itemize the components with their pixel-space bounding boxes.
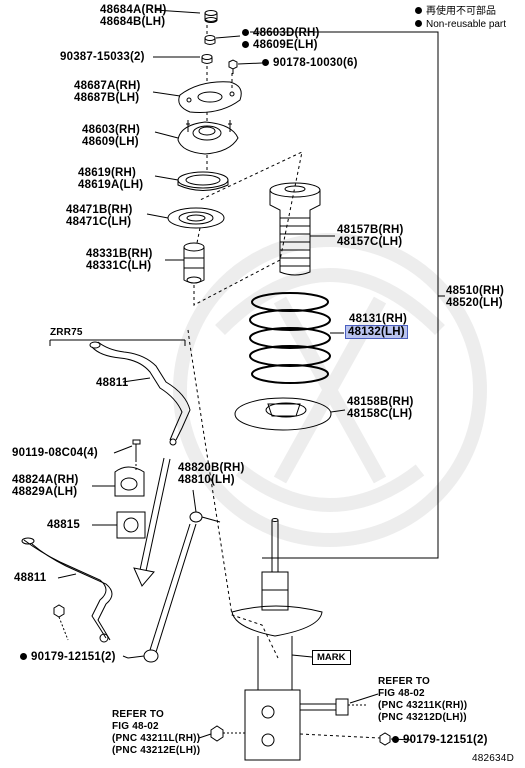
refer-left-line4[interactable]: (PNC 43212E(LH)) <box>112 745 201 756</box>
label-48158c[interactable]: 48158C(LH) <box>347 408 413 420</box>
label-48609[interactable]: 48609(LH) <box>82 136 139 148</box>
label-48157b[interactable]: 48157B(RH) <box>337 224 404 236</box>
label-48684a[interactable]: 48684A(RH) <box>100 4 167 16</box>
dust-boot <box>269 182 321 276</box>
label-48603d-text: 48603D(RH) <box>253 27 320 39</box>
label-90179-strut[interactable]: 90179-12151(2) <box>392 734 488 746</box>
watermark-emblem <box>173 233 487 547</box>
label-48684b[interactable]: 48684B(LH) <box>100 16 166 28</box>
non-reusable-dot-icon <box>415 20 422 27</box>
label-48157c[interactable]: 48157C(LH) <box>337 236 403 248</box>
label-90179-strut-text: 90179-12151(2) <box>403 734 488 746</box>
label-48609e-text: 48609E(LH) <box>253 39 318 51</box>
label-90387[interactable]: 90387-15033(2) <box>60 51 145 63</box>
label-90179-link[interactable]: 90179-12151(2) <box>20 651 116 663</box>
strut-bolt <box>300 698 366 716</box>
label-48687b[interactable]: 48687B(LH) <box>74 92 140 104</box>
label-48510[interactable]: 48510(RH) <box>446 285 505 297</box>
non-reusable-dot-icon <box>242 41 249 48</box>
refer-left-line1[interactable]: REFER TO <box>112 709 164 720</box>
stabilizer-bar-upper <box>49 339 191 446</box>
figure-id: 482634D <box>472 753 514 764</box>
collar <box>201 54 213 64</box>
label-48331b[interactable]: 48331B(RH) <box>86 248 153 260</box>
label-48820b[interactable]: 48820B(RH) <box>178 462 245 474</box>
label-48619[interactable]: 48619(RH) <box>78 167 137 179</box>
label-48471b[interactable]: 48471B(RH) <box>66 204 133 216</box>
stabilizer-bar-lower <box>21 537 113 643</box>
non-reusable-dot-icon <box>415 7 422 14</box>
refer-right-line3[interactable]: (PNC 43211K(RH)) <box>378 700 468 711</box>
shock-absorber <box>231 518 323 761</box>
bump-cap <box>204 10 218 23</box>
label-48687a[interactable]: 48687A(RH) <box>74 80 141 92</box>
label-48811-lower[interactable]: 48811 <box>14 572 47 584</box>
hex-nut <box>228 59 238 74</box>
bearing <box>177 171 229 191</box>
coil-spring <box>249 292 331 384</box>
leader-lines <box>57 9 413 741</box>
label-48471c[interactable]: 48471C(LH) <box>66 216 132 228</box>
lock-nut <box>204 35 216 45</box>
label-48810[interactable]: 48810(LH) <box>178 474 235 486</box>
label-90178[interactable]: 90178-10030(6) <box>262 57 358 69</box>
bracket-bolt <box>132 439 141 470</box>
label-48811-upper[interactable]: 48811 <box>96 377 129 389</box>
label-48824a[interactable]: 48824A(RH) <box>12 474 79 486</box>
stabilizer-bracket <box>114 466 145 497</box>
label-48131[interactable]: 48131(RH) <box>349 313 408 325</box>
stabilizer-bushing <box>116 511 146 539</box>
refer-left-line2[interactable]: FIG 48-02 <box>112 721 159 732</box>
lower-insulator <box>234 397 332 431</box>
label-48603[interactable]: 48603(RH) <box>82 124 141 136</box>
label-48619a[interactable]: 48619A(LH) <box>78 179 144 191</box>
legend-reusable-jp: 再使用不可部品 <box>415 6 496 18</box>
stabilizer-link <box>127 511 221 663</box>
label-48815[interactable]: 48815 <box>47 519 80 531</box>
label-48603d[interactable]: 48603D(RH) <box>242 27 320 39</box>
assembly-bracket <box>250 31 445 559</box>
refer-right-line4[interactable]: (PNC 43212D(LH)) <box>378 712 467 723</box>
strut-support <box>177 120 239 155</box>
lower-nut <box>299 732 391 746</box>
direction-arrow <box>133 457 171 587</box>
mount-plate <box>178 81 242 113</box>
label-90178-text: 90178-10030(6) <box>273 57 358 69</box>
refer-nut <box>210 725 245 742</box>
label-zrr75: ZRR75 <box>50 327 83 338</box>
refer-left-line3[interactable]: (PNC 43211L(RH)) <box>112 733 201 744</box>
non-reusable-dot-icon <box>20 653 27 660</box>
label-48331c[interactable]: 48331C(LH) <box>86 260 152 272</box>
label-48132-highlighted[interactable]: 48132(LH) <box>345 325 408 339</box>
mark-box: MARK <box>312 650 351 665</box>
non-reusable-dot-icon <box>262 59 269 66</box>
bound-bumper <box>183 242 205 284</box>
label-48829a[interactable]: 48829A(LH) <box>12 486 78 498</box>
legend-reusable-en: Non-reusable part <box>415 19 506 31</box>
label-48158b[interactable]: 48158B(RH) <box>347 396 414 408</box>
legend-en-text: Non-reusable part <box>426 19 507 30</box>
refer-right-line1[interactable]: REFER TO <box>378 676 430 687</box>
non-reusable-dot-icon <box>392 736 399 743</box>
refer-right-line2[interactable]: FIG 48-02 <box>378 688 425 699</box>
non-reusable-dot-icon <box>242 29 249 36</box>
spring-insulator <box>167 207 225 229</box>
assembly-dashes <box>187 25 303 659</box>
label-48520[interactable]: 48520(LH) <box>446 297 503 309</box>
legend-jp-text: 再使用不可部品 <box>426 6 496 17</box>
label-90119[interactable]: 90119-08C04(4) <box>12 447 98 459</box>
label-90179-link-text: 90179-12151(2) <box>31 651 116 663</box>
label-48609e[interactable]: 48609E(LH) <box>242 39 318 51</box>
link-nut <box>53 604 69 641</box>
